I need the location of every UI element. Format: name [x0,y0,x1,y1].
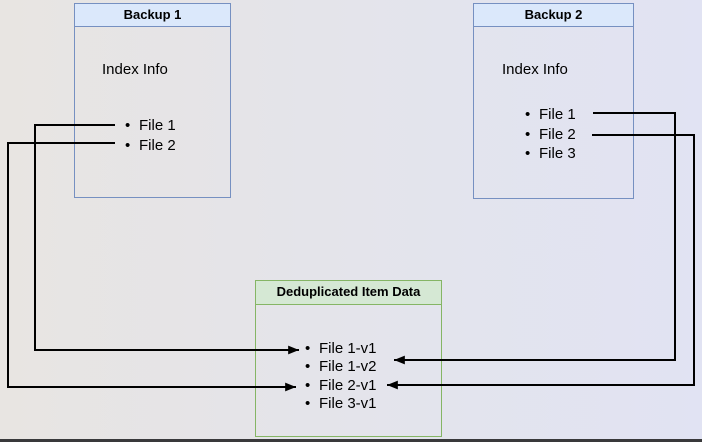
file-label: File 1 [539,106,576,124]
dedup-title: Deduplicated Item Data [256,281,441,305]
window-bottom-edge [0,439,702,442]
backup1-title: Backup 1 [75,4,230,27]
file-label: File 3 [539,145,576,163]
file-version-label: File 1-v1 [319,339,377,357]
file-list-item: • File 1-v2 [305,358,377,377]
bullet-icon: • [125,117,131,135]
file-label: File 2 [139,136,176,154]
file-list-item: • File 2 [525,125,576,145]
bullet-icon: • [305,358,311,376]
file-list-item: • File 2 [125,136,176,156]
file-list-item: • File 3-v1 [305,395,377,414]
backup2-title: Backup 2 [474,4,633,27]
bullet-icon: • [305,395,311,413]
file-list-item: • File 1 [525,105,576,125]
backup2-index-info-label: Index Info [502,61,568,78]
bullet-icon: • [305,339,311,357]
file-list-item: • File 1-v1 [305,339,377,358]
bullet-icon: • [125,136,131,154]
dedup-file-list: • File 1-v1 • File 1-v2 • File 2-v1 • Fi… [305,339,377,413]
file-list-item: • File 1 [125,116,176,136]
file-list-item: • File 3 [525,144,576,164]
bullet-icon: • [525,106,531,124]
bullet-icon: • [525,125,531,143]
file-version-label: File 3-v1 [319,395,377,413]
file-version-label: File 2-v1 [319,376,377,394]
backup1-box: Backup 1 Index Info • File 1 • File 2 [74,3,231,198]
file-label: File 1 [139,117,176,135]
file-list-item: • File 2-v1 [305,376,377,395]
file-version-label: File 1-v2 [319,358,377,376]
file-label: File 2 [539,125,576,143]
deduplicated-item-data-box: Deduplicated Item Data • File 1-v1 • Fil… [255,280,442,437]
backup2-box: Backup 2 Index Info • File 1 • File 2 • … [473,3,634,199]
bullet-icon: • [305,376,311,394]
backup1-file-list: • File 1 • File 2 [125,116,176,155]
backup2-file-list: • File 1 • File 2 • File 3 [525,105,576,164]
backup1-index-info-label: Index Info [102,61,168,78]
bullet-icon: • [525,145,531,163]
